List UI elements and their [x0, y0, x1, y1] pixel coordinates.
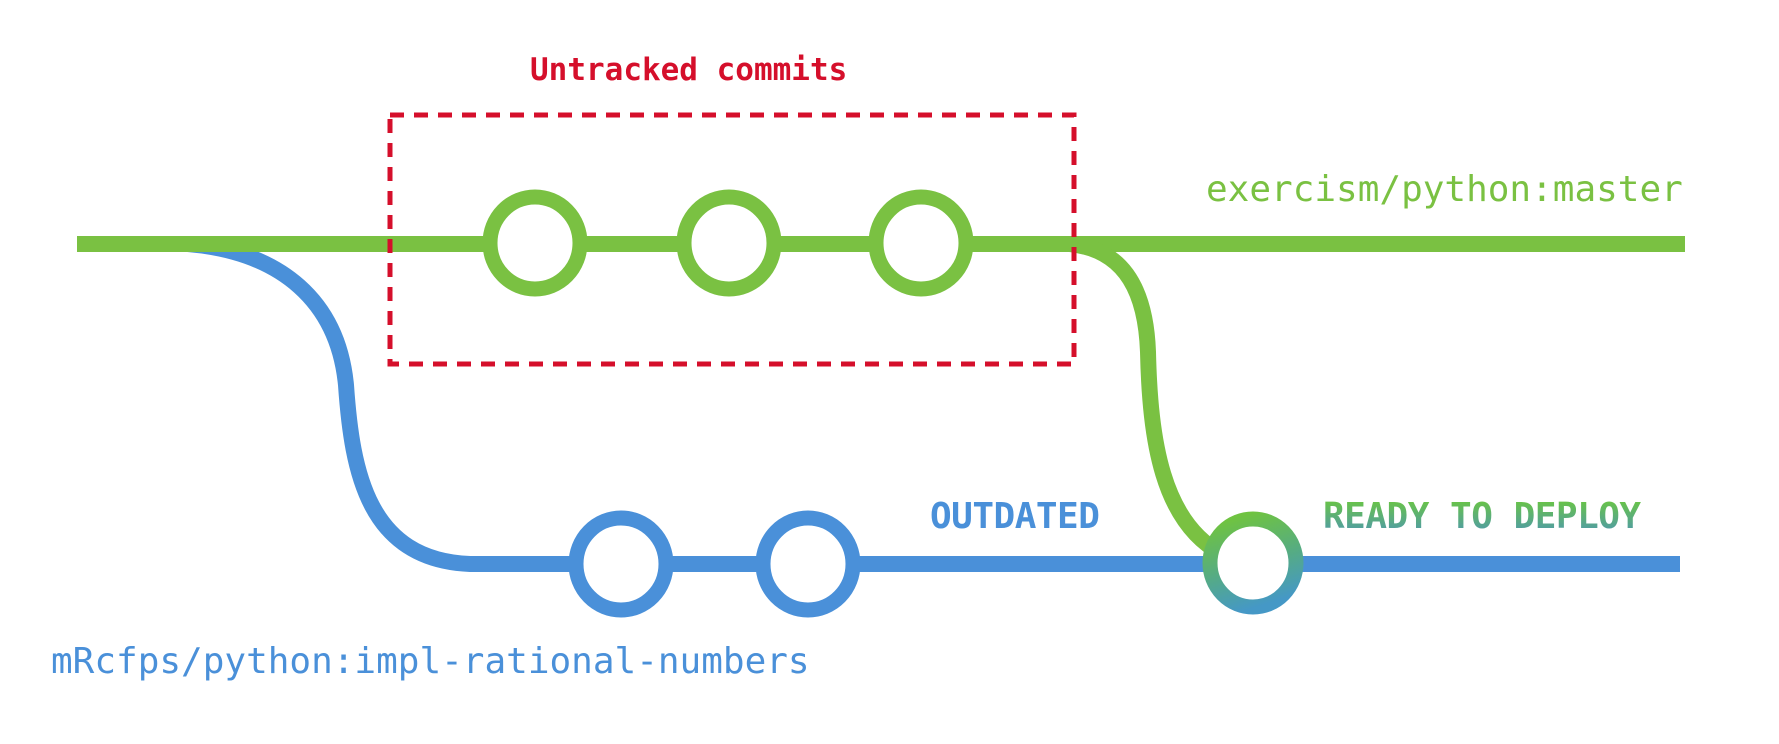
master-branch-label: exercism/python:master — [1206, 169, 1683, 210]
feature-commit-node-1 — [568, 510, 674, 618]
master-commit-node-1 — [482, 189, 588, 297]
untracked-commits-box — [387, 112, 1077, 367]
merge-curve — [1068, 236, 1227, 562]
ready-to-deploy-status-label: READY TO DEPLOY — [1323, 496, 1641, 537]
merge-commit-node — [1202, 511, 1304, 615]
untracked-commits-title: Untracked commits — [530, 52, 848, 88]
feature-commit-node-2 — [755, 510, 861, 618]
feature-branch-line — [187, 236, 1680, 572]
master-commit-node-3 — [868, 189, 974, 297]
feature-branch-label: mRcfps/python:impl-rational-numbers — [51, 641, 810, 682]
master-commit-node-2 — [676, 189, 782, 297]
outdated-status-label: OUTDATED — [930, 496, 1100, 537]
